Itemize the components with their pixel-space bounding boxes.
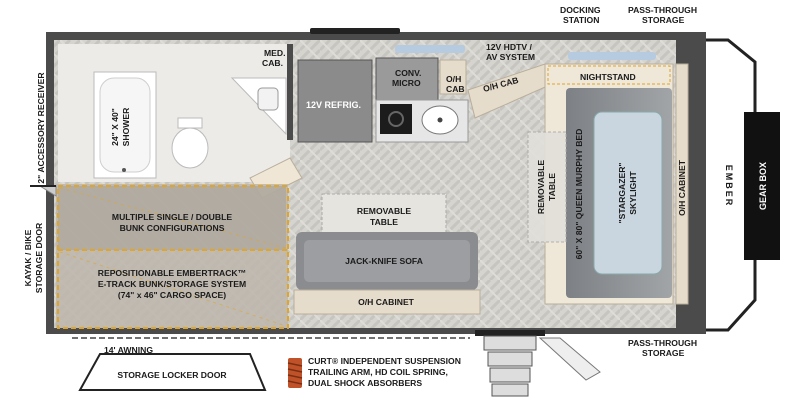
- oh-cab-upper: [439, 59, 467, 95]
- bottom-entry-cap: [475, 330, 545, 336]
- label-oh-cabinet-bottom: O/H CABINET: [358, 297, 415, 307]
- label-med-cab: MED.CAB.: [262, 48, 285, 68]
- bath-wall: [287, 44, 293, 140]
- shower-basin: [99, 77, 151, 173]
- gear-box: [744, 112, 780, 260]
- label-conv-micro: CONV.MICRO: [392, 68, 421, 88]
- nightstand: [547, 65, 671, 85]
- label-refrig: 12V REFRIG.: [306, 100, 361, 110]
- oh-cabinet-bottom: [293, 289, 481, 315]
- stargazer-skylight: [593, 111, 663, 275]
- bunk-upper: [58, 186, 286, 250]
- label-gear-box: GEAR BOX: [758, 162, 768, 210]
- label-murphy-bed: 60" X 80" QUEEN MURPHY BED: [574, 129, 584, 260]
- refrigerator: [297, 59, 373, 143]
- label-awning: 14' AWNING: [104, 345, 153, 355]
- toilet: [171, 127, 209, 169]
- bath-sink: [257, 87, 279, 111]
- label-storage-locker: STORAGE LOCKER DOOR: [117, 370, 227, 380]
- entry-door-swing: [538, 337, 601, 381]
- label-kayak-door: KAYAK / BIKESTORAGE DOOR: [23, 222, 44, 293]
- label-nightstand: NIGHTSTAND: [580, 72, 636, 82]
- bathroom-area: [58, 44, 290, 182]
- label-removable-table-side: REMOVABLETABLE: [536, 160, 557, 215]
- label-skylight: "STARGAZER"SKYLIGHT: [617, 163, 638, 224]
- label-oh-cabinet-side: O/H CABINET: [677, 159, 687, 216]
- toilet-tank: [177, 117, 203, 129]
- top-roof-cap: [310, 28, 400, 34]
- label-shower: 24" X 40"SHOWER: [110, 107, 131, 146]
- removable-table-center: [321, 193, 447, 239]
- shower-drain: [122, 168, 126, 172]
- cooktop: [380, 104, 412, 134]
- sink-drain: [437, 117, 443, 123]
- label-accessory-receiver: 2" ACCESSORY RECEIVER: [36, 72, 46, 184]
- sofa-cushion: [304, 240, 470, 282]
- coil-spring-icon: [287, 358, 303, 388]
- cargo-dashed-outline: [57, 185, 289, 329]
- oh-cabinet-side-strip: [675, 63, 689, 305]
- label-hdtv: 12V HDTV /AV SYSTEM: [486, 42, 535, 62]
- brand-logo-text: EMBER: [724, 165, 734, 208]
- removable-table-side: [527, 131, 567, 243]
- cargo-dashed-diagonals: [59, 187, 287, 327]
- storage-locker-door: [78, 353, 267, 391]
- burner: [388, 111, 404, 127]
- entry-steps: [483, 335, 537, 397]
- window-galley: [395, 45, 465, 53]
- label-sofa: JACK-KNIFE SOFA: [345, 256, 423, 266]
- window-bed: [568, 52, 656, 60]
